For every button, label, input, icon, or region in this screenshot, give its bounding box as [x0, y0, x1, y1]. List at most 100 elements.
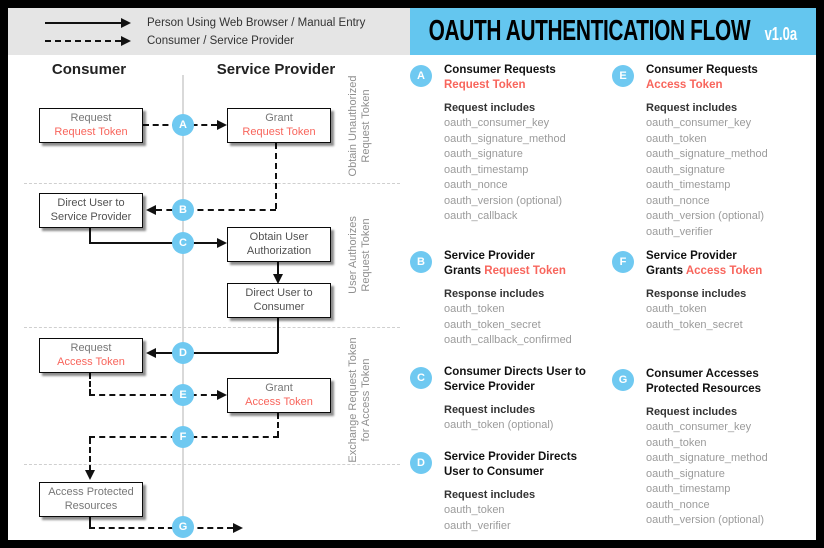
- step-badge-g: G: [612, 369, 634, 391]
- oauth-param-item: oauth_signature: [646, 163, 725, 176]
- section-sublabel: Request includes: [444, 102, 536, 114]
- flow-marker-d: D: [172, 342, 194, 364]
- page-title: OAUTH AUTHENTICATION FLOW: [428, 15, 751, 47]
- flow-box-line: Request Token: [242, 125, 316, 138]
- version-label: v1.0a: [764, 24, 798, 44]
- arrow-e-head-icon: [217, 390, 227, 400]
- oauth-param-item: oauth_nonce: [646, 498, 710, 511]
- arrow-d-line: [156, 352, 278, 354]
- arrow-e-line: [89, 394, 217, 396]
- section-heading-segment: Service Provider: [444, 380, 535, 393]
- section-heading-segment: Request Token: [444, 78, 526, 91]
- oauth-param-item: oauth_version (optional): [646, 210, 765, 222]
- flow-marker-e: E: [172, 384, 194, 406]
- arrow-f-vline2: [89, 438, 91, 471]
- section-heading-segment: Request Token: [484, 264, 566, 277]
- flow-box-line: Consumer: [253, 300, 305, 313]
- arrow-b-line: [156, 209, 276, 211]
- flow-box-line: Obtain User: [249, 231, 309, 243]
- flow-marker-b: B: [172, 199, 194, 221]
- oauth-param-item: oauth_signature_method: [646, 452, 768, 464]
- section-divider: [24, 464, 400, 465]
- step-badge-b: B: [410, 251, 432, 273]
- oauth-param-item: oauth_token: [646, 132, 707, 145]
- legend-row: Person Using Web Browser / Manual Entry: [45, 14, 410, 31]
- section-sublabel: Response includes: [444, 288, 545, 300]
- oauth-param-item: oauth_nonce: [646, 194, 710, 207]
- arrow-authorize-vline: [277, 262, 279, 275]
- oauth-param-item: oauth_token: [444, 303, 505, 315]
- legend-label: Person Using Web Browser / Manual Entry: [147, 16, 366, 29]
- section-heading-segment: Consumer Directs User to: [444, 366, 586, 378]
- oauth-param-item: oauth_timestamp: [444, 163, 529, 176]
- oauth-param-item: oauth_token_secret: [646, 318, 743, 331]
- legend-solid-arrow-icon: [45, 17, 131, 28]
- flow-box-line: Access Protected: [48, 486, 134, 498]
- arrow-f-head-icon: [85, 470, 95, 480]
- arrow-b-head-icon: [146, 205, 156, 215]
- title-bar: OAUTH AUTHENTICATION FLOW v1.0a: [410, 8, 816, 55]
- arrow-d-vline: [277, 318, 279, 353]
- section-heading-segment: User to Consumer: [444, 465, 544, 478]
- oauth-param-item: oauth_token: [444, 504, 505, 516]
- flow-box-line: Request Token: [54, 125, 128, 138]
- section-heading-segment: Consumer Requests: [444, 64, 556, 76]
- oauth-param-item: oauth_signature: [444, 148, 523, 160]
- oauth-param-item: oauth_verifier: [444, 519, 511, 532]
- arrow-c-line: [89, 242, 217, 244]
- section-heading: Consumer Directs User to Service Provider: [444, 365, 586, 394]
- flow-box-line: Grant: [265, 112, 293, 124]
- step-badge-d: D: [410, 452, 432, 474]
- title-wrap: OAUTH AUTHENTICATION FLOW v1.0a: [429, 15, 797, 48]
- oauth-param-item: oauth_consumer_key: [444, 117, 550, 129]
- flow-box-line: Request: [70, 342, 112, 354]
- section-heading-segment: Service Provider: [444, 250, 535, 262]
- arrow-d-head-icon: [146, 348, 156, 358]
- oauth-param-list: oauth_token (optional): [444, 418, 586, 434]
- legend-arrowhead-icon: [121, 35, 131, 46]
- oauth-param-item: oauth_consumer_key: [646, 117, 752, 129]
- oauth-param-item: oauth_callback: [444, 210, 518, 222]
- oauth-param-item: oauth_token_secret: [444, 318, 541, 331]
- oauth-param-item: oauth_signature_method: [646, 148, 768, 160]
- section-heading-segment: Consumer Requests: [646, 64, 758, 76]
- section-heading-segment: Access Token: [685, 264, 763, 277]
- step-badge-c: C: [410, 367, 432, 389]
- section-sublabel: Request includes: [646, 406, 738, 418]
- section-heading-segment: Service Provider Directs: [444, 451, 577, 463]
- section-divider: [24, 183, 400, 184]
- flow-box-line: Authorization: [246, 244, 312, 257]
- arrow-c-head-icon: [217, 238, 227, 248]
- flow-box-line: Direct User to: [245, 287, 313, 299]
- oauth-param-item: oauth_signature: [646, 467, 725, 480]
- legend-row: Consumer / Service Provider: [45, 32, 410, 49]
- arrow-f-vline1: [277, 413, 279, 437]
- oauth-param-item: oauth_nonce: [444, 179, 508, 191]
- step-badge-e: E: [612, 65, 634, 87]
- arrow-b-vline: [275, 143, 277, 209]
- arrow-g-head-icon: [233, 523, 243, 533]
- oauth-param-item: oauth_consumer_key: [646, 421, 752, 433]
- section-sublabel: Request includes: [444, 489, 536, 501]
- arrow-c-vline: [89, 228, 91, 243]
